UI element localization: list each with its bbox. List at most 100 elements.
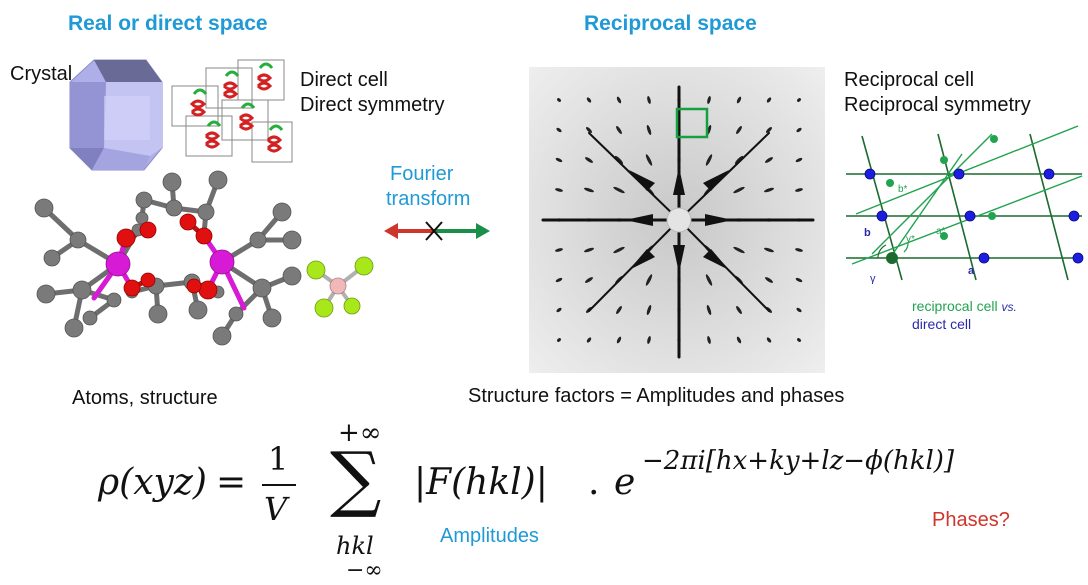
diffraction-spot [733, 186, 745, 194]
diffraction-spot [645, 274, 653, 286]
direct-symmetry-label: Direct symmetry [300, 94, 445, 116]
direct-cells-illustration [171, 59, 293, 163]
diffraction-spot [555, 157, 563, 163]
legend-direct-cell: direct cell [912, 316, 972, 332]
diffraction-spot [705, 274, 713, 286]
diffraction-spot [734, 155, 744, 165]
reciprocal-cell-box [675, 107, 709, 139]
diffraction-spot [557, 338, 561, 342]
diffraction-spot [795, 157, 803, 163]
diffraction-spot [585, 277, 593, 283]
diffraction-spot [646, 305, 652, 315]
diffraction-spot [613, 246, 625, 254]
fraction-numerator: 1 [268, 440, 289, 478]
formula-equals: = [216, 462, 247, 503]
diffraction-spot [795, 188, 803, 192]
arrow-right-icon [476, 223, 490, 239]
diffraction-spot [766, 337, 772, 343]
a-star-label: a* [936, 226, 946, 237]
diffraction-spot [616, 96, 622, 104]
exp-base: e [614, 462, 636, 503]
reciprocal-cell-label: Reciprocal cell [844, 69, 975, 91]
diffraction-spot [795, 277, 803, 283]
b-label: b [864, 227, 871, 239]
sum-symbol: ∑ [330, 436, 382, 520]
sum-upper-limit: +∞ [338, 418, 382, 448]
atoms-structure-label: Atoms, structure [72, 387, 218, 409]
crystal-polyhedron [69, 59, 163, 171]
fraction-denominator: V [264, 490, 288, 528]
diffraction-spot [647, 96, 651, 104]
diffraction-spot [586, 127, 592, 133]
diffraction-spot [584, 247, 594, 253]
diffraction-spot [555, 277, 563, 283]
reciprocal-space-heading: Reciprocal space [584, 12, 757, 35]
diffraction-spot [614, 155, 624, 165]
amplitudes-label: Amplitudes [440, 525, 539, 547]
diffraction-spot [613, 186, 625, 194]
formula-lhs: ρ(xyz) [98, 462, 207, 503]
diffraction-spot [766, 97, 772, 103]
diffraction-spot [646, 125, 652, 135]
arrow-left-icon [384, 223, 398, 239]
diffraction-spot [764, 187, 774, 193]
diffraction-spot [766, 127, 772, 133]
transform-label: transform [386, 188, 471, 210]
diffraction-spot [586, 97, 592, 103]
diffraction-spot [616, 336, 622, 344]
diffraction-spot [765, 277, 773, 283]
diffraction-spot [555, 188, 563, 192]
diffraction-spot [707, 96, 711, 104]
reciprocal-symmetry-label: Reciprocal symmetry [844, 94, 1031, 116]
diffraction-spot [555, 248, 563, 252]
diffraction-spot [645, 154, 653, 166]
diffraction-spot [616, 306, 622, 314]
diffraction-spot [795, 248, 803, 252]
diffraction-spot [733, 246, 745, 254]
diffraction-spot [584, 187, 594, 193]
formula-dot: . [588, 462, 600, 503]
diffraction-spot [647, 336, 651, 344]
sum-lower-limit: −∞ [346, 558, 383, 583]
exponent: −2πi[hx+ky+lz−ϕ(hkl)] [642, 446, 955, 476]
diffraction-spot [736, 336, 742, 344]
legend-reciprocal-text: reciprocal cell [912, 298, 1002, 314]
diffraction-spot [557, 98, 561, 102]
diffraction-spot [585, 157, 593, 163]
diffraction-spot [796, 127, 802, 133]
diffraction-spot [797, 98, 801, 102]
diffraction-spot [556, 127, 562, 133]
direct-cell-label: Direct cell [300, 69, 388, 91]
diffraction-spot [797, 338, 801, 342]
crystal-label: Crystal [10, 63, 73, 85]
diffraction-pattern [529, 67, 825, 373]
diffraction-spot [736, 306, 742, 314]
gamma-star-label: γ* [906, 234, 915, 245]
diffraction-spot [707, 336, 711, 344]
phases-label: Phases? [932, 509, 1010, 531]
legend-reciprocal-cell: reciprocal cell vs. [912, 298, 1017, 314]
diffraction-spot [796, 307, 802, 313]
diffraction-spot [765, 157, 773, 163]
b-star-label: b* [898, 184, 908, 195]
fraction-bar [262, 484, 296, 486]
legend-vs: vs. [1001, 300, 1017, 314]
diffraction-spot [586, 337, 592, 343]
diffraction-spot [616, 126, 622, 134]
fourier-arrows [384, 221, 490, 241]
structure-factors-label: Structure factors = Amplitudes and phase… [468, 385, 845, 407]
fourier-label: Fourier [390, 163, 454, 185]
direct-space-heading: Real or direct space [68, 12, 268, 35]
amplitude-term: |F(hkl)| [414, 462, 548, 503]
sum-lower-index: hkl [336, 532, 374, 560]
diffraction-spot [736, 126, 742, 134]
diffraction-spot [706, 305, 712, 315]
diffraction-spot [556, 307, 562, 313]
lattice-diagram: b* a* γ* b a γ [846, 125, 1084, 284]
diffraction-spot [705, 154, 713, 166]
gamma-label: γ [870, 273, 876, 284]
a-label: a [968, 265, 975, 277]
diffraction-spot [764, 247, 774, 253]
diffraction-spot [736, 96, 742, 104]
molecular-structure [34, 170, 374, 346]
